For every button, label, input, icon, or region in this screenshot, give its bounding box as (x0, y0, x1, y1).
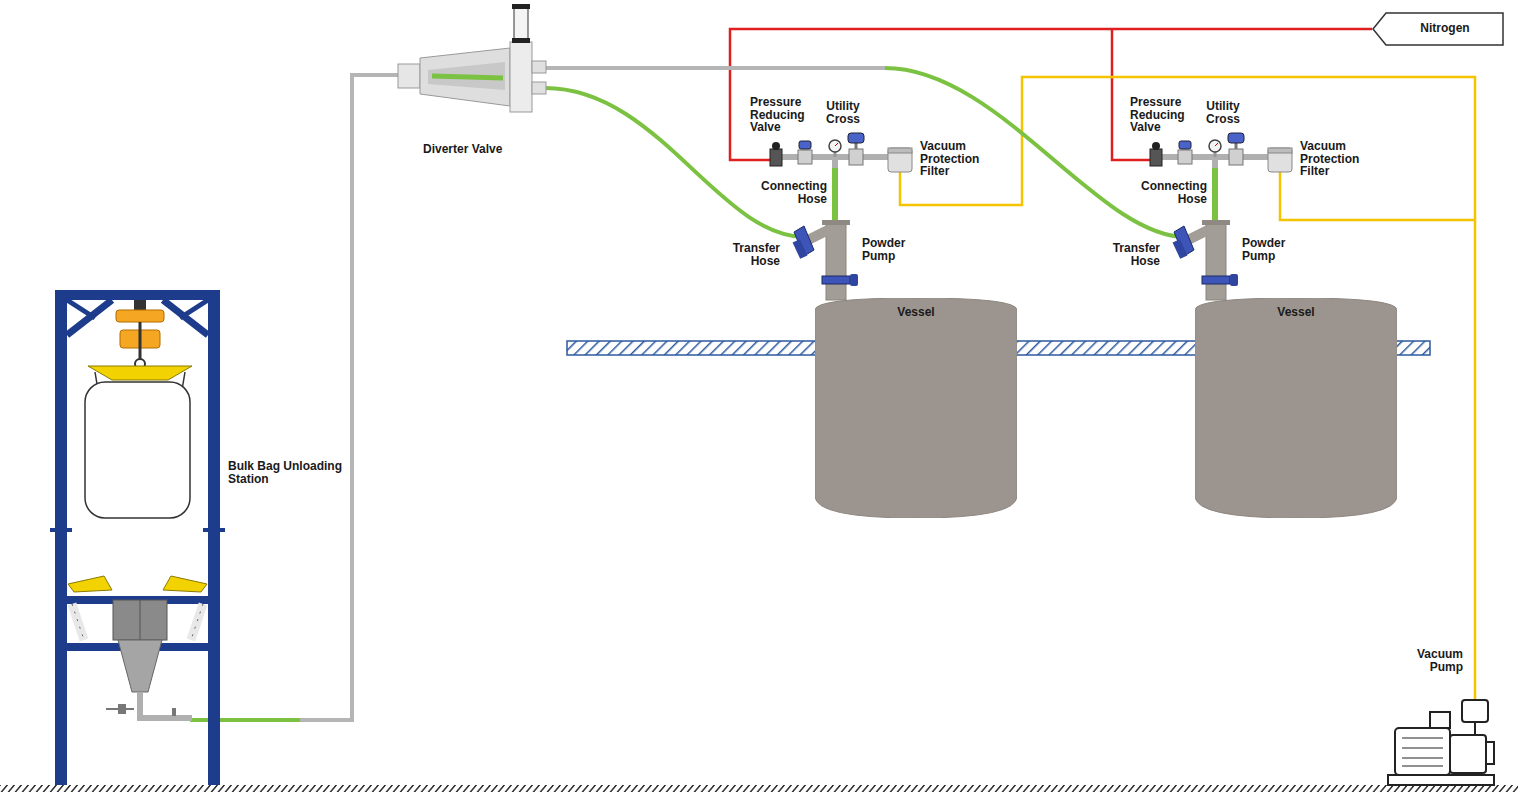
vessel-tank: Vessel (1195, 298, 1397, 518)
part-label: Connecting Hose (1139, 180, 1207, 205)
source-label: Nitrogen (1372, 12, 1504, 35)
vessel-tank: Vessel (815, 298, 1017, 518)
part-label: Pressure Reducing Valve (1130, 96, 1190, 134)
part-label: Pressure Reducing Valve (750, 96, 810, 134)
source-tag: Nitrogen (1372, 12, 1504, 46)
part-label: Diverter Valve (423, 143, 513, 156)
part-label: Utility Cross (1200, 100, 1246, 125)
part-label: Transfer Hose (1108, 242, 1160, 267)
vessel-outline (815, 298, 1017, 518)
part-label: Bulk Bag Unloading Station (228, 460, 346, 485)
part-label: Powder Pump (862, 237, 912, 262)
part-label: Powder Pump (1242, 237, 1292, 262)
part-label: Transfer Hose (728, 242, 780, 267)
part-label: Vacuum Protection Filter (920, 140, 986, 178)
vessel-label: Vessel (815, 298, 1017, 319)
part-label: Utility Cross (820, 100, 866, 125)
part-label: Vacuum Protection Filter (1300, 140, 1366, 178)
part-label: Vacuum Pump (1411, 648, 1463, 673)
vessel-outline (1195, 298, 1397, 518)
vessel-label: Vessel (1195, 298, 1397, 319)
part-label: Connecting Hose (759, 180, 827, 205)
